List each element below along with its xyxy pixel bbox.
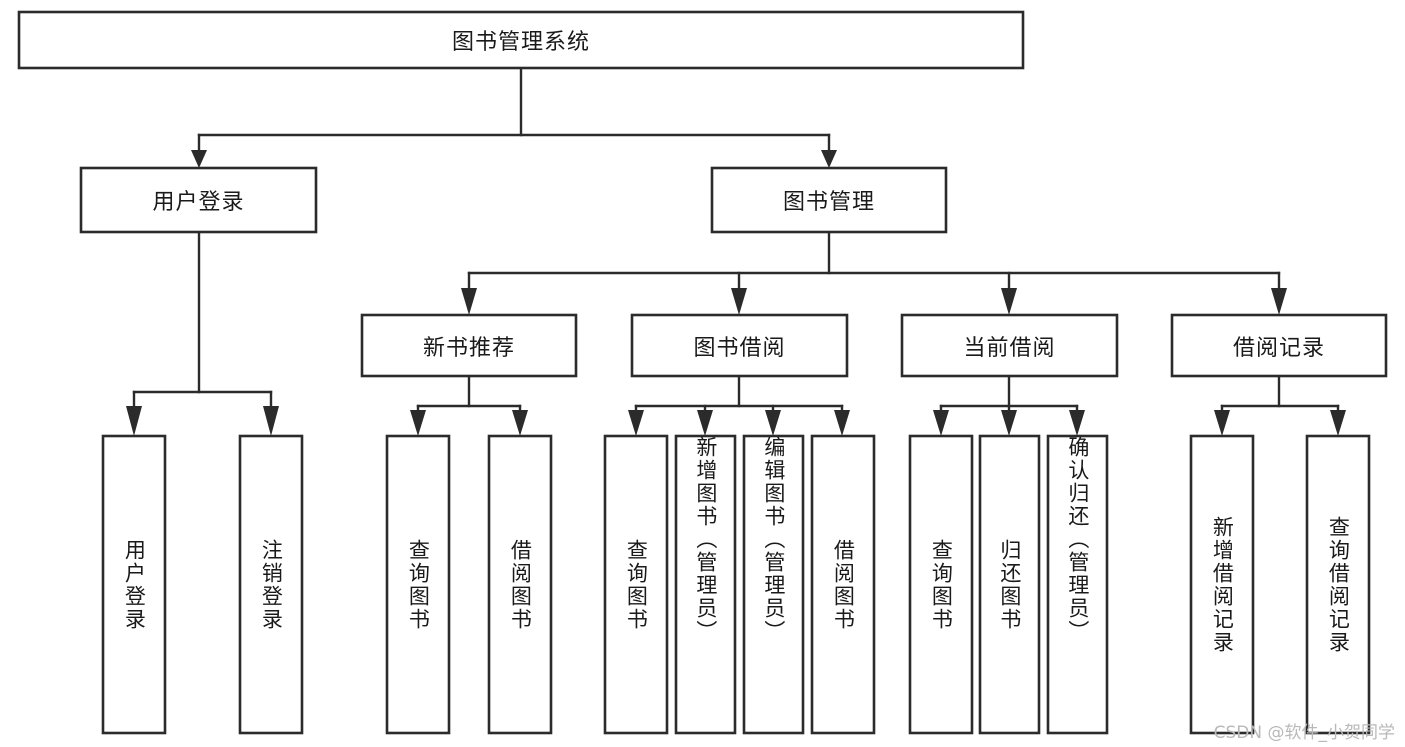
node-box-leaf-7[interactable] (810, 434, 876, 735)
node-box-current-borrow[interactable] (900, 313, 1119, 378)
arrowhead-newbook (461, 288, 477, 315)
node-box-leaf-6[interactable] (742, 434, 805, 735)
arrowhead-bo-leaf1 (628, 410, 644, 436)
node-box-new-book-recommend[interactable] (360, 313, 578, 378)
node-box-leaf-8[interactable] (908, 434, 974, 735)
arrowhead-nb-leaf1 (410, 410, 426, 436)
arrowhead-nb-leaf2 (512, 410, 528, 436)
arrowhead-cu-leaf1 (933, 410, 949, 436)
arrowhead-cu-leaf2 (1001, 410, 1017, 436)
arrowhead-bo-leaf2 (697, 410, 713, 436)
arrowhead-bookmgmt (821, 150, 837, 168)
arrowhead-login (191, 150, 207, 168)
node-box-user-login[interactable] (79, 166, 318, 234)
arrowhead-re-leaf2 (1330, 410, 1346, 436)
arrowhead-borrow (731, 288, 747, 315)
node-box-root[interactable] (17, 10, 1025, 70)
node-box-leaf-12[interactable] (1305, 434, 1371, 735)
arrowhead-leaf-logout (263, 406, 279, 436)
node-box-leaf-0[interactable] (101, 434, 167, 735)
watermark-text: CSDN @软件_小贺同学 (1213, 723, 1395, 743)
node-box-leaf-4[interactable] (603, 434, 669, 735)
node-box-leaf-3[interactable] (487, 434, 553, 735)
connector-layer (126, 66, 1346, 436)
arrowhead-leaf-user-login (126, 406, 142, 436)
node-layer (17, 10, 1388, 735)
node-box-book-borrow[interactable] (630, 313, 849, 378)
arrowhead-current (1001, 288, 1017, 315)
arrowhead-bo-leaf4 (834, 410, 850, 436)
node-box-leaf-10[interactable] (1046, 434, 1109, 735)
arrowhead-records (1271, 288, 1287, 315)
node-box-leaf-5[interactable] (674, 434, 737, 735)
node-box-leaf-9[interactable] (978, 434, 1041, 735)
node-box-leaf-1[interactable] (238, 434, 304, 735)
arrowhead-bo-leaf3 (765, 410, 781, 436)
arrowhead-re-leaf1 (1214, 410, 1230, 436)
arrowhead-cu-leaf3 (1069, 410, 1085, 436)
node-box-leaf-2[interactable] (385, 434, 451, 735)
node-box-book-management[interactable] (710, 166, 948, 234)
node-box-borrow-records[interactable] (1170, 313, 1388, 378)
node-box-leaf-11[interactable] (1189, 434, 1255, 735)
